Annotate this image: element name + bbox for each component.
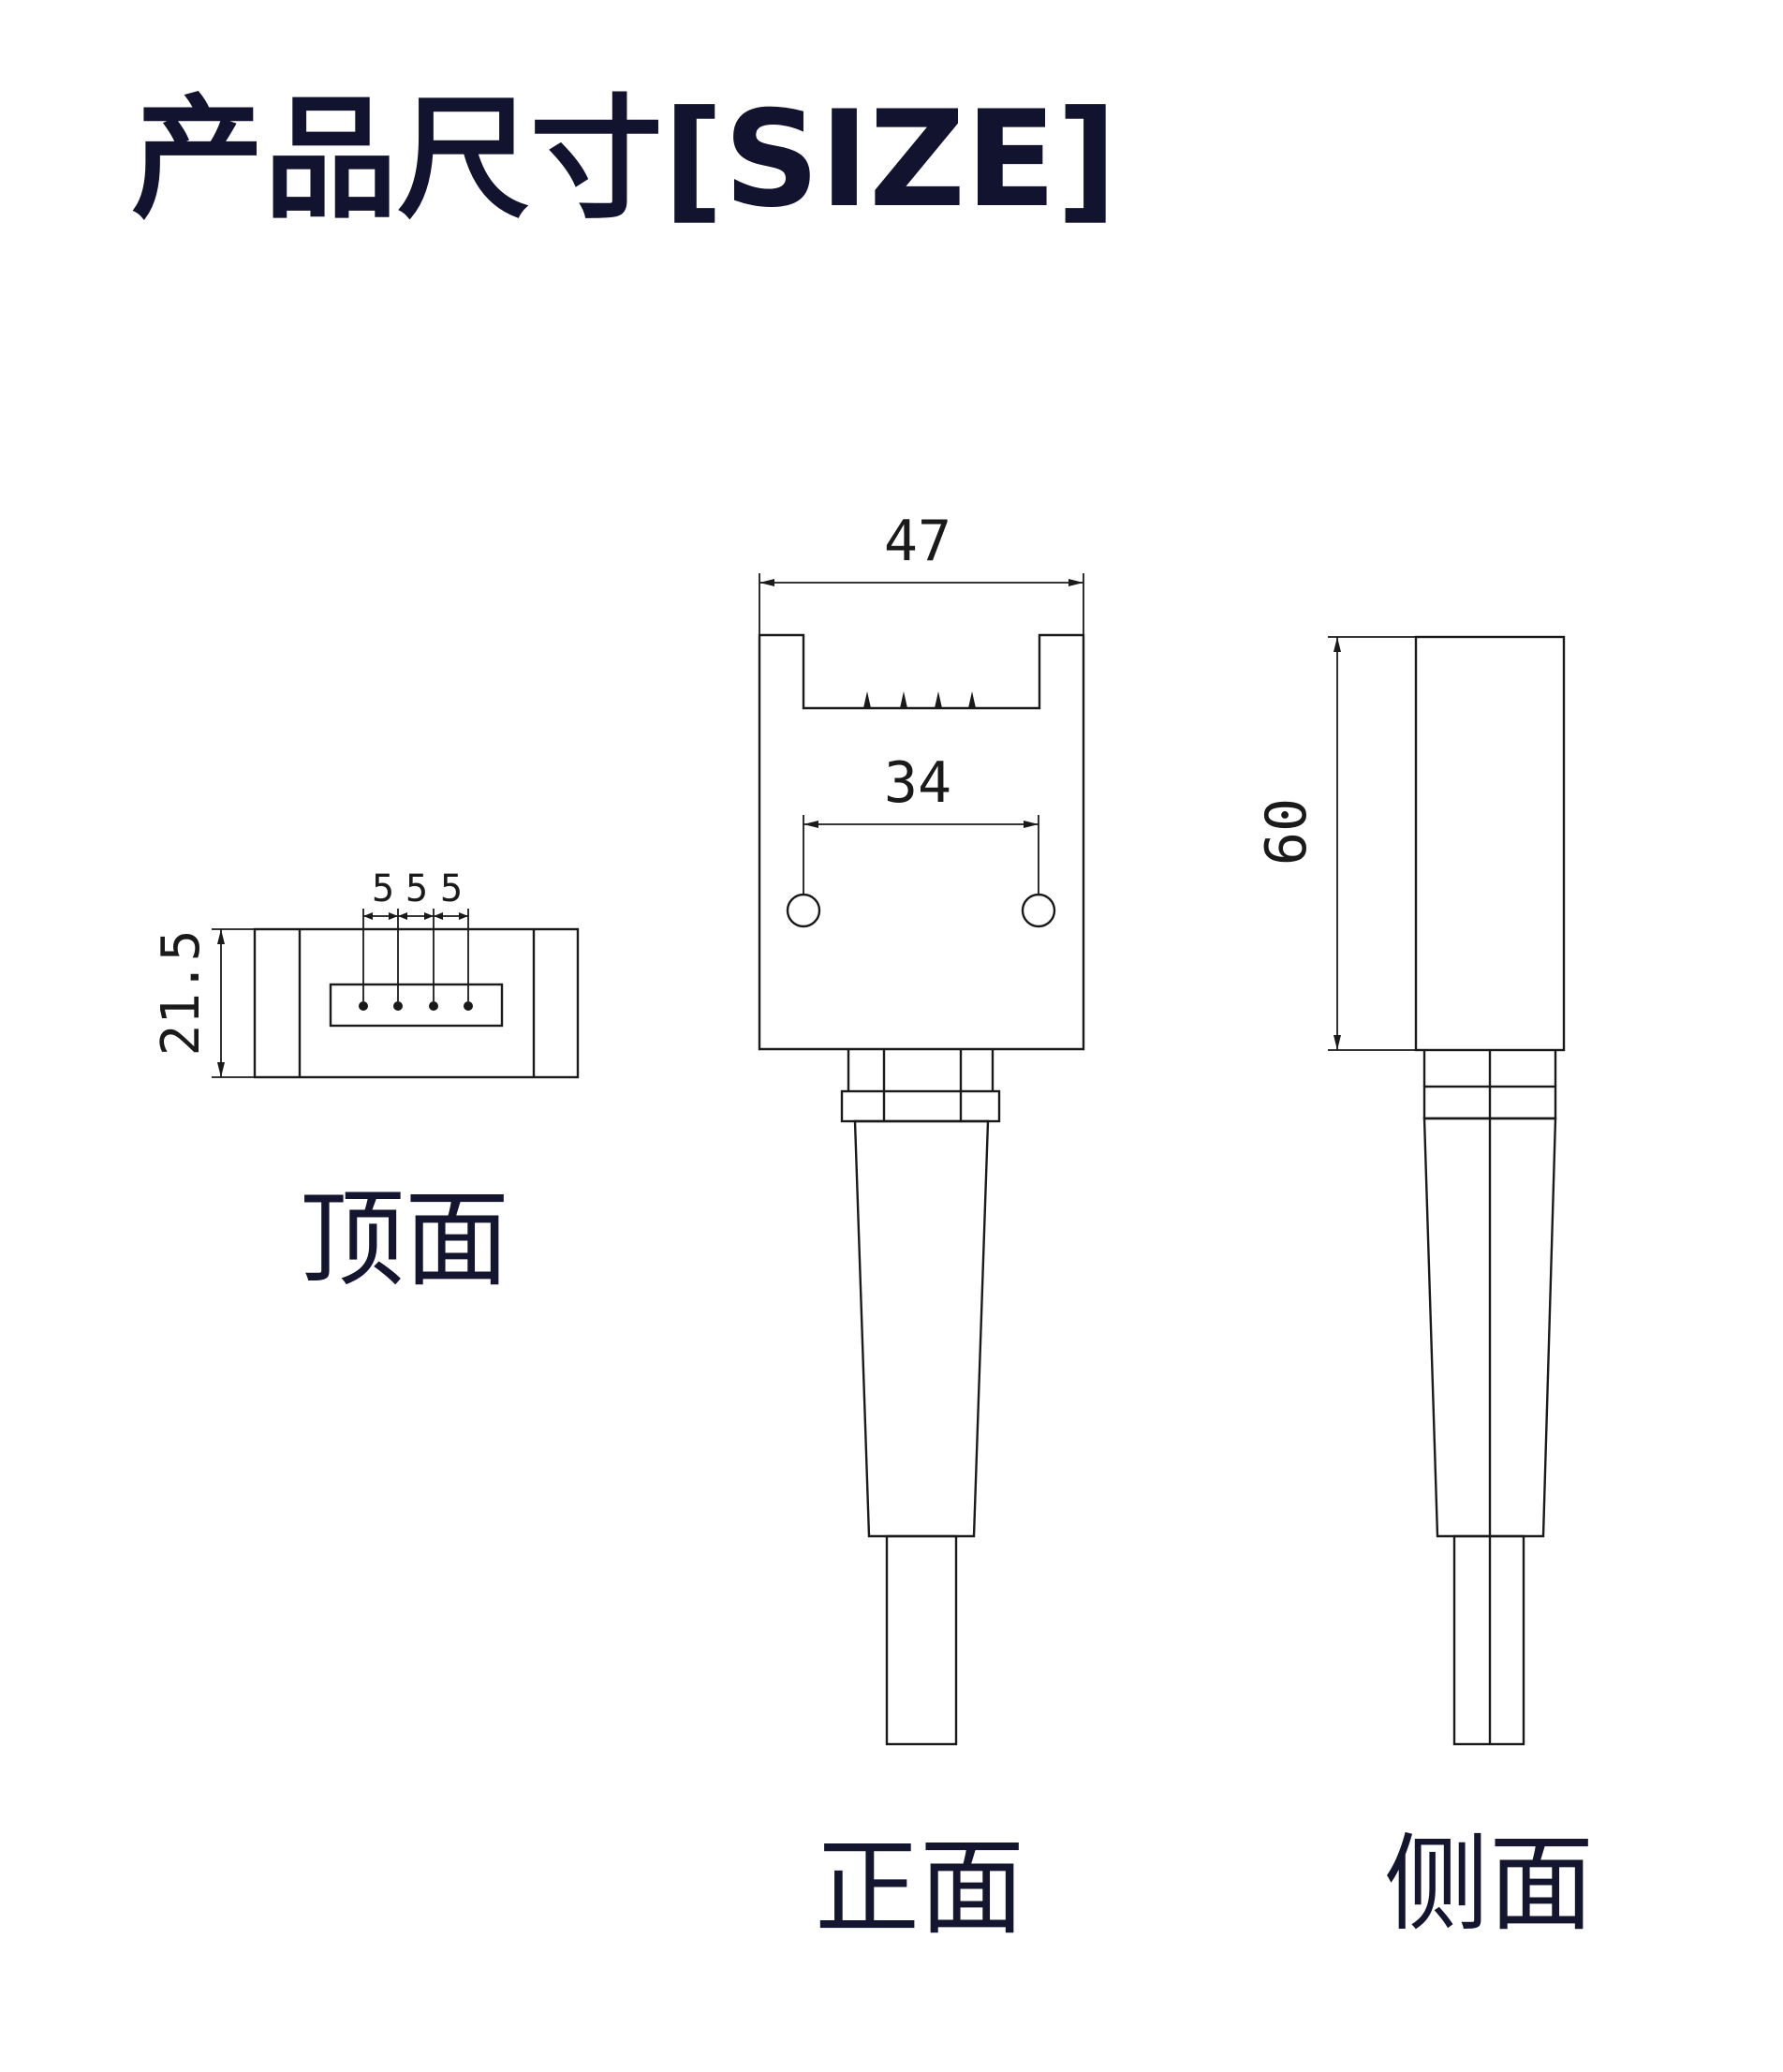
mounting-hole-right [1021,893,1056,928]
connector-tooth [935,691,942,708]
dimension-arrow [434,912,443,920]
side-view-label: 侧面 [1384,1824,1594,1946]
side-cable-boot [1422,1117,1557,1538]
dimension-arrow [1334,1035,1341,1050]
front-collar [840,1089,1001,1123]
side-height-label: 60 [1254,798,1319,866]
dimension-arrow [759,579,774,586]
dimension-arrow [1024,821,1039,828]
side-cable [1452,1534,1525,1746]
top-view-label: 顶面 [300,1179,509,1301]
top-view: 5 5 5 21.5 顶面 [151,867,580,1301]
mounting-hole-left [786,893,821,928]
top-view-pin-1 [359,1001,368,1011]
front-view-body [758,633,1085,1051]
dimension-arrow [398,912,407,920]
front-cable [885,1534,958,1746]
dimension-arrow [217,929,225,944]
side-view: 60 侧面 [1254,635,1594,1946]
connector-tooth [968,691,976,708]
side-view-body [1414,635,1566,1052]
pin-pitch-label-3: 5 [440,867,463,910]
front-view: 34 47 正面 [758,509,1085,1949]
front-cable-boot [853,1119,990,1538]
top-view-pin-2 [393,1001,403,1011]
hole-spacing-label: 34 [884,750,951,816]
dimension-arrow [363,912,373,920]
dimension-arrow [424,912,434,920]
top-view-pin-4 [464,1001,473,1011]
dimension-arrow [459,912,468,920]
page-title: 产品尺寸[SIZE] [131,82,1117,237]
dimension-arrow [1068,579,1083,586]
dimension-arrow [1334,637,1341,652]
dimension-arrow [389,912,398,920]
top-view-pin-slot [329,983,504,1028]
connector-tooth [863,691,871,708]
top-view-outline [253,927,580,1079]
pin-pitch-label-1: 5 [372,867,394,910]
top-view-pin-3 [429,1001,438,1011]
front-view-label: 正面 [815,1828,1024,1949]
pin-pitch-label-2: 5 [405,867,428,910]
connector-tooth [900,691,907,708]
dimension-arrow [803,821,818,828]
dimension-arrow [217,1062,225,1077]
top-height-label: 21.5 [151,930,212,1057]
width-label: 47 [884,509,951,574]
